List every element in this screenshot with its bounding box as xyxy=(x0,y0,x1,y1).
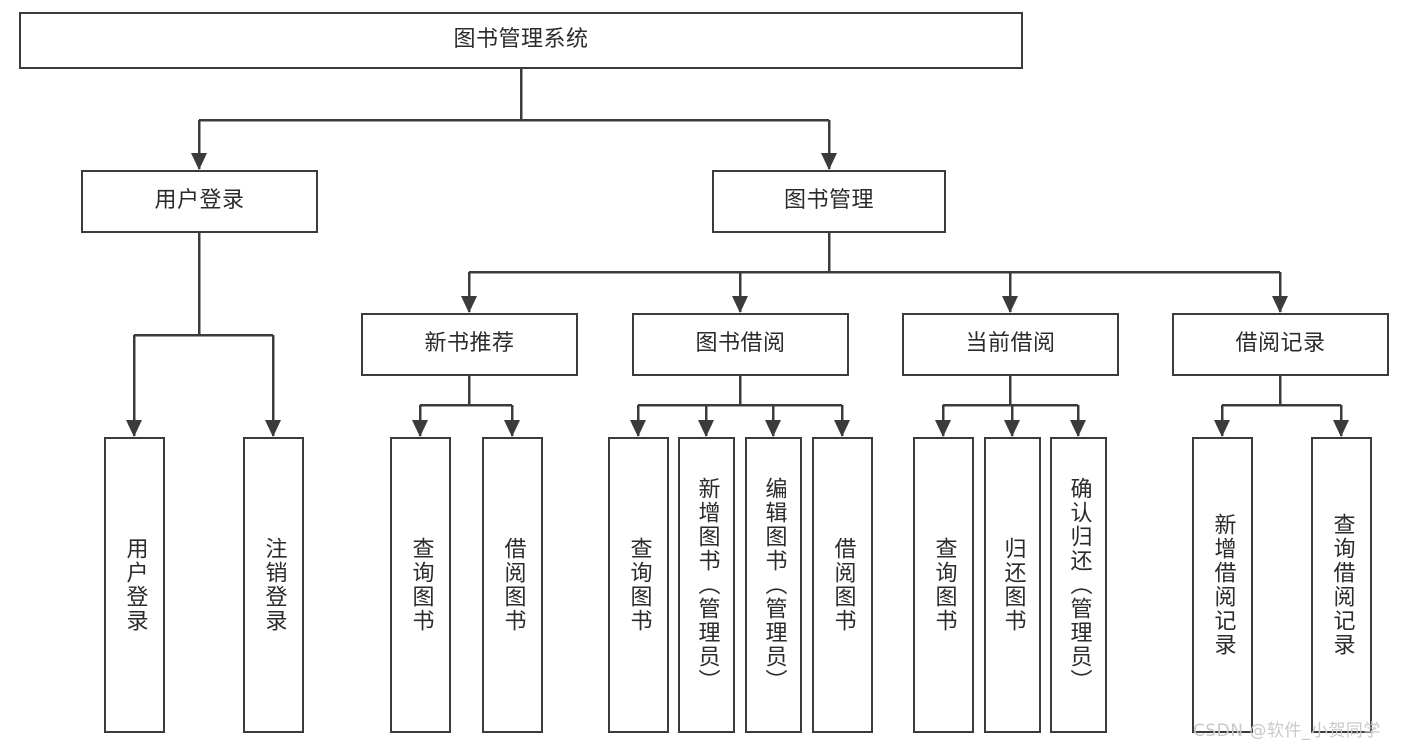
node-label-leaf-return-book: 归还图书 xyxy=(1000,537,1026,633)
conn-user-login-arrowhead-0 xyxy=(126,420,142,437)
node-label-leaf-query-book-3: 查询图书 xyxy=(931,537,957,633)
node-leaf-borrow-book-2[interactable]: 借阅图书 xyxy=(812,437,873,733)
node-label-leaf-query-book-2: 查询图书 xyxy=(626,537,652,633)
conn-new-book-recommend-arrowhead-1 xyxy=(504,420,520,437)
node-book-manage[interactable]: 图书管理 xyxy=(712,170,946,233)
conn-new-book-recommend-arrowhead-0 xyxy=(412,420,428,437)
node-leaf-query-book-3[interactable]: 查询图书 xyxy=(913,437,974,733)
node-label-leaf-add-book: 新增图书（管理员） xyxy=(694,477,720,693)
node-leaf-user-login[interactable]: 用户登录 xyxy=(104,437,165,733)
node-label-leaf-borrow-book-2: 借阅图书 xyxy=(830,537,856,633)
conn-book-manage-arrowhead-2 xyxy=(1002,296,1018,313)
node-label-leaf-confirm-return: 确认归还（管理员） xyxy=(1066,477,1092,693)
node-current-borrow[interactable]: 当前借阅 xyxy=(902,313,1119,376)
node-label-user-login: 用户登录 xyxy=(154,188,245,214)
conn-book-borrow-arrowhead-0 xyxy=(630,420,646,437)
node-label-leaf-query-book-1: 查询图书 xyxy=(408,537,434,633)
conn-root-arrowhead-0 xyxy=(191,153,207,170)
node-label-book-manage: 图书管理 xyxy=(783,188,874,214)
conn-borrow-record-arrowhead-1 xyxy=(1333,420,1349,437)
node-leaf-logout-login[interactable]: 注销登录 xyxy=(243,437,304,733)
node-label-new-book-recommend: 新书推荐 xyxy=(424,331,515,357)
node-label-leaf-add-borrow-record: 新增借阅记录 xyxy=(1210,513,1236,657)
conn-current-borrow-arrowhead-2 xyxy=(1070,420,1086,437)
conn-current-borrow-arrowhead-0 xyxy=(935,420,951,437)
node-leaf-borrow-book-1[interactable]: 借阅图书 xyxy=(482,437,543,733)
conn-user-login-arrowhead-1 xyxy=(265,420,281,437)
node-label-leaf-query-borrow-record: 查询借阅记录 xyxy=(1329,513,1355,657)
watermark-text: CSDN @软件_小贺同学 xyxy=(1193,721,1381,741)
conn-root-arrowhead-1 xyxy=(821,153,837,170)
node-leaf-edit-book[interactable]: 编辑图书（管理员） xyxy=(745,437,802,733)
node-leaf-query-book-2[interactable]: 查询图书 xyxy=(608,437,669,733)
node-leaf-return-book[interactable]: 归还图书 xyxy=(984,437,1041,733)
conn-borrow-record-arrowhead-0 xyxy=(1214,420,1230,437)
conn-current-borrow-arrowhead-1 xyxy=(1004,420,1020,437)
node-user-login[interactable]: 用户登录 xyxy=(81,170,318,233)
node-leaf-add-book[interactable]: 新增图书（管理员） xyxy=(678,437,735,733)
node-new-book-recommend[interactable]: 新书推荐 xyxy=(361,313,578,376)
conn-book-manage-arrowhead-1 xyxy=(732,296,748,313)
node-label-leaf-logout-login: 注销登录 xyxy=(261,537,287,633)
conn-book-borrow-arrowhead-1 xyxy=(698,420,714,437)
node-leaf-query-book-1[interactable]: 查询图书 xyxy=(390,437,451,733)
node-borrow-record[interactable]: 借阅记录 xyxy=(1172,313,1389,376)
node-leaf-add-borrow-record[interactable]: 新增借阅记录 xyxy=(1192,437,1253,733)
conn-book-manage-arrowhead-0 xyxy=(461,296,477,313)
node-leaf-confirm-return[interactable]: 确认归还（管理员） xyxy=(1050,437,1107,733)
node-label-current-borrow: 当前借阅 xyxy=(965,331,1056,357)
conn-book-borrow-arrowhead-3 xyxy=(834,420,850,437)
node-label-root: 图书管理系统 xyxy=(453,27,589,53)
node-label-leaf-borrow-book-1: 借阅图书 xyxy=(500,537,526,633)
node-label-leaf-edit-book: 编辑图书（管理员） xyxy=(761,477,787,693)
node-book-borrow[interactable]: 图书借阅 xyxy=(632,313,849,376)
node-label-book-borrow: 图书借阅 xyxy=(695,331,786,357)
node-root[interactable]: 图书管理系统 xyxy=(19,12,1023,69)
node-label-leaf-user-login: 用户登录 xyxy=(122,537,148,633)
conn-book-borrow-arrowhead-2 xyxy=(765,420,781,437)
conn-book-manage-arrowhead-3 xyxy=(1272,296,1288,313)
node-leaf-query-borrow-record[interactable]: 查询借阅记录 xyxy=(1311,437,1372,733)
node-label-borrow-record: 借阅记录 xyxy=(1235,331,1326,357)
